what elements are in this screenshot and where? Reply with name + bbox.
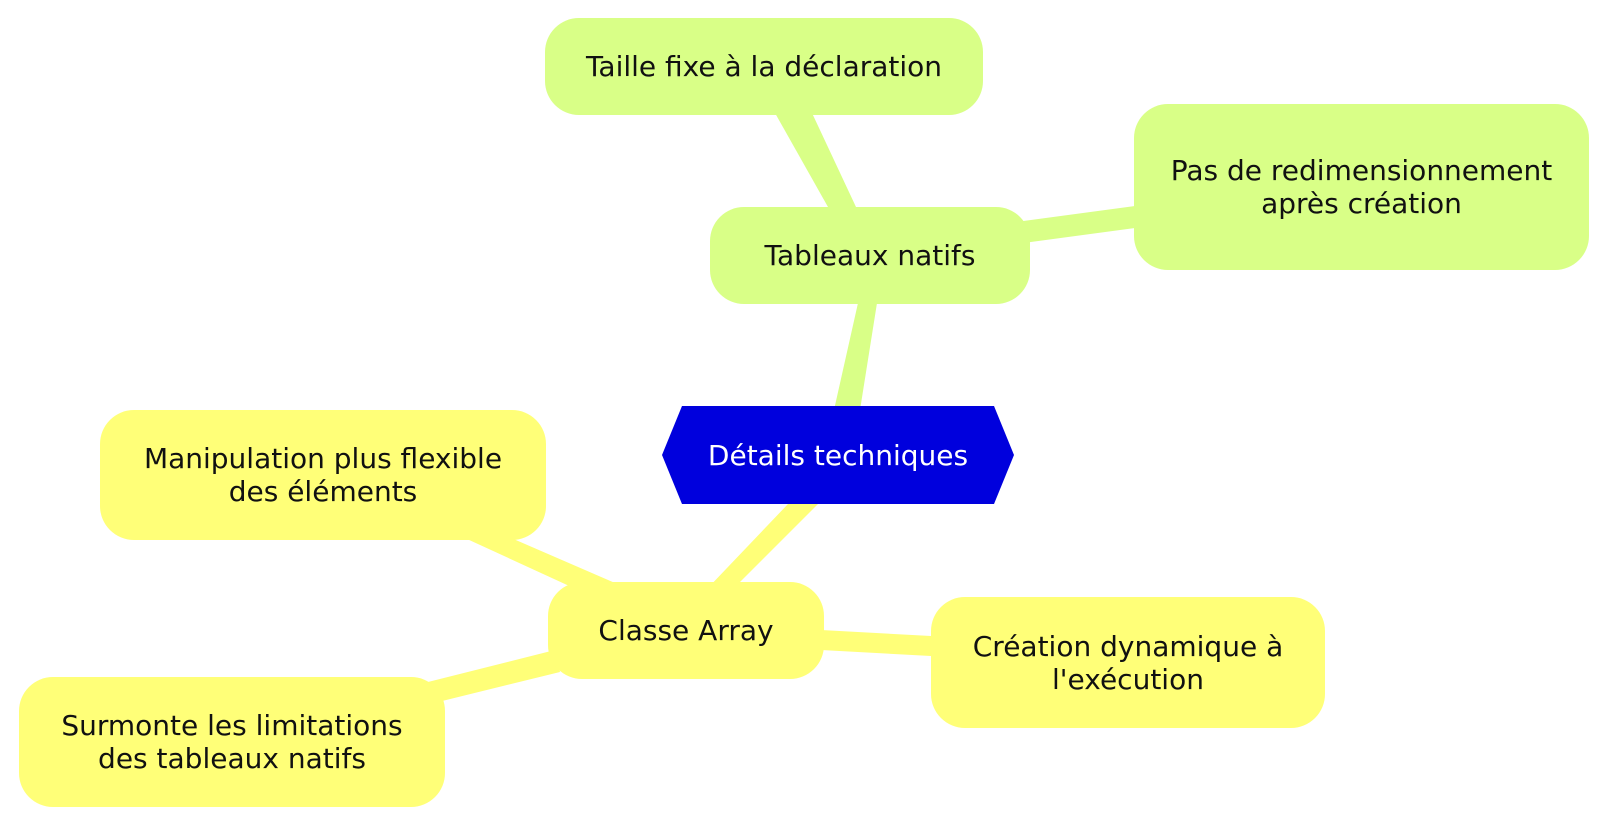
root-node[interactable]: Détails techniques [662,406,1014,504]
node-taille-fixe[interactable]: Taille fixe à la déclaration [545,18,983,115]
node-tableaux-natifs[interactable]: Tableaux natifs [710,207,1030,304]
root-label: Détails techniques [707,438,969,472]
node-manipulation-label: Manipulation plus flexible des éléments [143,442,503,508]
node-classe-array-label: Classe Array [598,614,774,647]
node-surmonte-limitations[interactable]: Surmonte les limitations des tableaux na… [19,677,445,807]
node-pas-de-redimensionnement-label: Pas de redimensionnement après création [1170,154,1553,220]
node-pas-de-redimensionnement[interactable]: Pas de redimensionnement après création [1134,104,1589,270]
node-tableaux-natifs-label: Tableaux natifs [764,239,976,272]
node-taille-fixe-label: Taille fixe à la déclaration [585,50,943,83]
node-creation-dynamique[interactable]: Création dynamique à l'exécution [931,597,1325,728]
edge-tableaux-to-taille [775,113,856,207]
node-classe-array[interactable]: Classe Array [548,582,824,679]
edge-classe-to-surmonte [420,650,560,704]
node-surmonte-limitations-label: Surmonte les limitations des tableaux na… [61,709,403,775]
edge-root-to-classe-array [706,504,818,590]
edge-classe-to-manipulation [443,528,615,590]
edge-root-to-tableaux [834,303,877,410]
hexagon-shape [662,406,1014,504]
node-manipulation[interactable]: Manipulation plus flexible des éléments [100,410,546,540]
edge-tableaux-to-redimensionnement [1016,206,1135,244]
edge-classe-to-creation [821,630,931,656]
node-creation-dynamique-label: Création dynamique à l'exécution [972,629,1284,696]
